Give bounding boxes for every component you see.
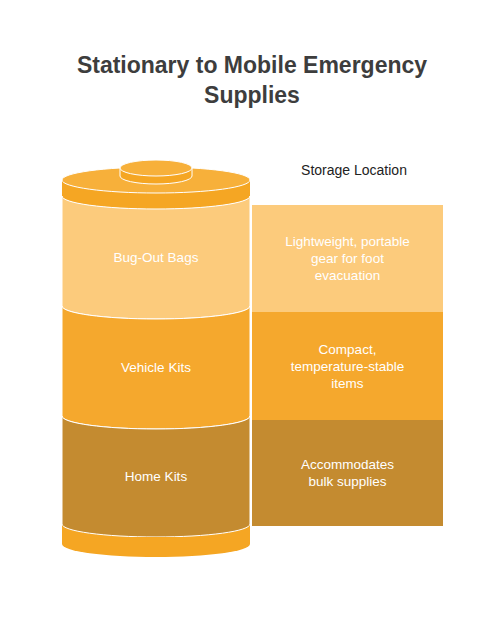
kit-name: Bug-Out Bags [114,249,199,266]
storage-description: Lightweight, portable gear for foot evac… [280,233,415,284]
node-text-area: Vehicle Kits [62,313,250,423]
diagram-title: Stationary to Mobile Emergency Supplies [40,50,464,110]
storage-description: Compact, temperature-stable items [280,341,415,392]
node-text-area: Home Kits [62,423,250,531]
node-text-area: Accommodates bulk supplies [252,420,443,526]
node-fill [62,196,250,319]
kit-name: Vehicle Kits [121,359,191,376]
node-text-area: Lightweight, portable gear for foot evac… [252,205,443,312]
cylinder-band: Home Kits [62,416,250,537]
storage-box: Lightweight, portable gear for foot evac… [252,205,443,312]
node-fill [252,420,443,526]
cylinder-band: Bug-Out Bags [62,196,250,319]
node-fill [62,306,250,429]
column-heading: Storage Location [270,162,438,178]
cylinder-band: Vehicle Kits [62,306,250,429]
node-text-area: Compact, temperature-stable items [252,312,443,420]
node-fill [62,416,250,537]
kit-name: Home Kits [125,468,187,485]
node-text-area: Bug-Out Bags [62,203,250,313]
node-fill [252,205,443,312]
storage-box: Accommodates bulk supplies [252,420,443,526]
storage-box: Compact, temperature-stable items [252,312,443,420]
cylinder-knob-top [120,160,192,176]
node-shape [252,420,443,526]
storage-description: Accommodates bulk supplies [290,456,405,490]
node-fill [252,312,443,420]
